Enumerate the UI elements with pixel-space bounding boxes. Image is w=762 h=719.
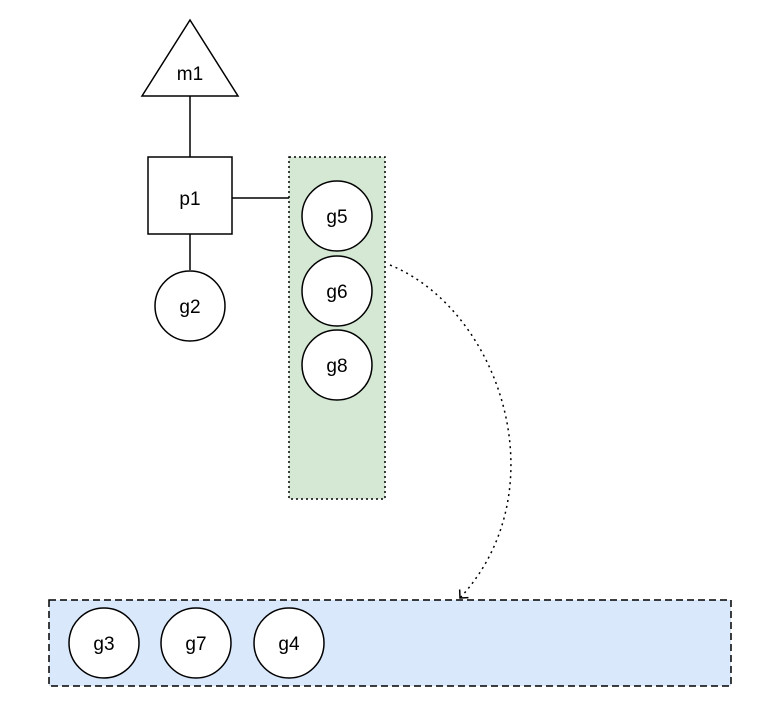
node-g7-label: g7 (185, 634, 206, 655)
node-g4-label: g4 (278, 634, 300, 655)
node-g6: g6 (301, 255, 373, 327)
node-g6-label: g6 (326, 282, 347, 303)
node-g2: g2 (154, 270, 226, 342)
goroutine-circle-shape (160, 607, 232, 679)
goroutine-circle-shape (68, 607, 140, 679)
global-queue-container (48, 599, 732, 687)
node-g8: g8 (301, 329, 373, 401)
node-g3: g3 (68, 607, 140, 679)
node-m1: m1 (140, 18, 240, 97)
machine-triangle-shape (140, 18, 240, 97)
node-g4: g4 (253, 607, 325, 679)
node-g8-label: g8 (326, 356, 347, 377)
goroutine-circle-shape (154, 270, 226, 342)
processor-box-shape (147, 156, 233, 235)
node-g5-label: g5 (326, 207, 347, 228)
node-g3-label: g3 (93, 634, 114, 655)
goroutine-circle-shape (301, 180, 373, 252)
node-m1-label: m1 (177, 64, 203, 85)
steal-arrow (389, 264, 512, 599)
goroutine-circle-shape (301, 255, 373, 327)
node-g2-label: g2 (179, 297, 200, 318)
node-g7: g7 (160, 607, 232, 679)
goroutine-circle-shape (253, 607, 325, 679)
node-g5: g5 (301, 180, 373, 252)
node-p1-label: p1 (179, 189, 200, 210)
goroutine-circle-shape (301, 329, 373, 401)
node-p1: p1 (147, 156, 233, 235)
